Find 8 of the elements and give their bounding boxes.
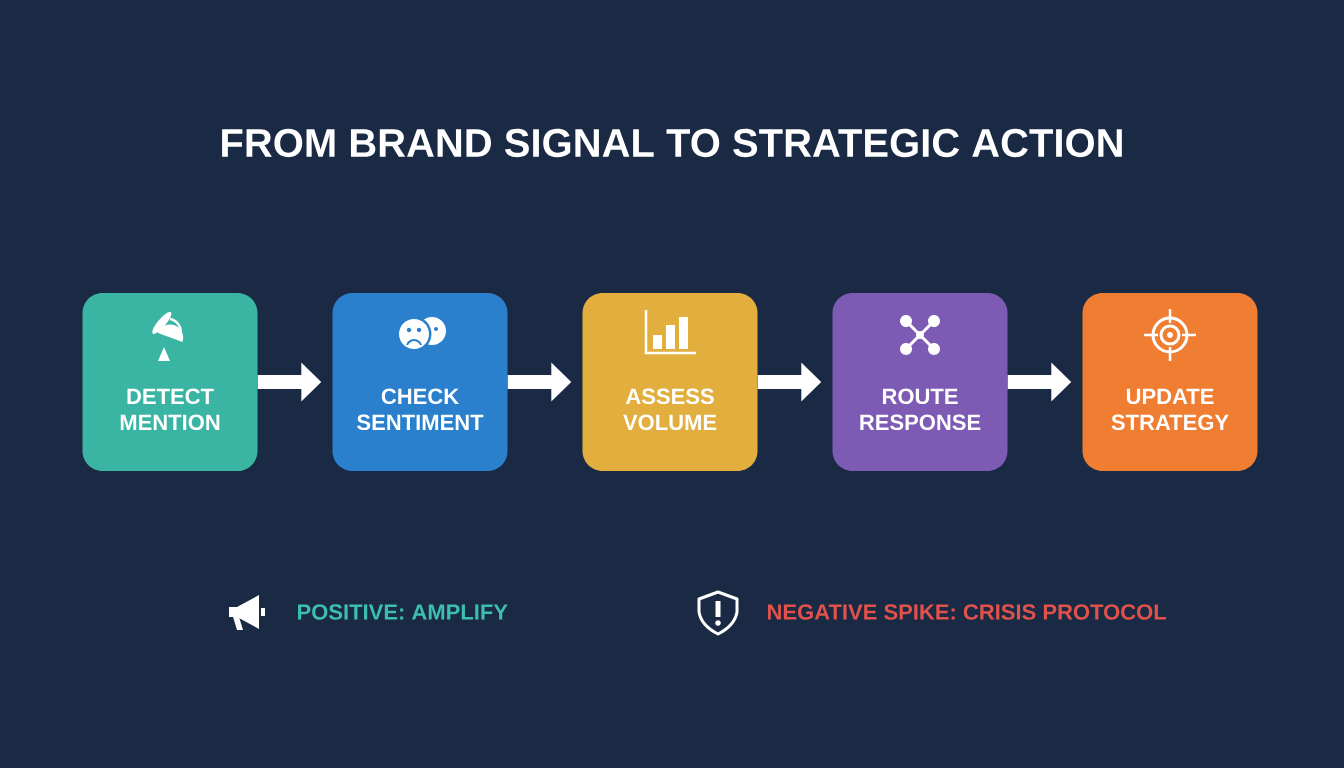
status-note: POSITIVE: AMPLIFY xyxy=(298,604,508,620)
process-box: UPDATE STRATEGY xyxy=(1082,293,1258,471)
process-box: ROUTE RESPONSE xyxy=(832,293,1008,471)
process-box: ASSESS VOLUME xyxy=(582,293,758,471)
process-box: CHECK SENTIMENT xyxy=(332,293,508,471)
title: FROM BRAND SIGNAL TO STRATEGIC ACTION xyxy=(222,128,1122,158)
process-box: DETECT MENTION xyxy=(82,293,258,471)
status-note: NEGATIVE SPIKE: CRISIS PROTOCOL xyxy=(768,604,1166,620)
